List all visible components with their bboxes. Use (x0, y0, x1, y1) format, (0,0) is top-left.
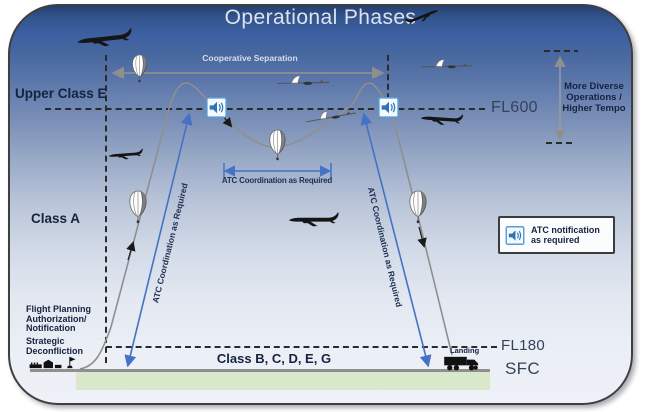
balloon-trajectory-path (79, 82, 453, 370)
atc-notification-legend: ATC notification as required (498, 216, 615, 254)
strategic-deconfliction-label: Strategic Deconfliction (26, 336, 84, 356)
atc-notification-speaker-icon (378, 97, 399, 118)
flight-planning-line2: Authorization/ (26, 313, 87, 324)
class-bcdeg-label: Class B, C, D, E, G (216, 351, 332, 366)
landing-label: Landing (450, 346, 480, 355)
surface-green-strip (76, 372, 490, 390)
class-a-label: Class A (31, 211, 81, 226)
more-diverse-line1: More Diverse (564, 81, 624, 92)
phase-boundary-left-line (105, 55, 107, 363)
cooperative-separation-label: Cooperative Separation (202, 53, 298, 63)
glider-icon (421, 58, 473, 73)
strategic-line1: Strategic (26, 336, 65, 346)
fl600-line (45, 108, 485, 110)
recovery-truck-icon (444, 354, 482, 371)
more-diverse-line3: Higher Tempo (562, 103, 626, 114)
legend-text: ATC notification as required (531, 225, 600, 245)
airplane-icon (108, 146, 145, 163)
glider-icon (276, 74, 330, 90)
high-altitude-balloon-icon (267, 129, 288, 161)
atc-coordination-descent-arrow (360, 112, 432, 368)
upper-class-e-label: Upper Class E (15, 86, 107, 101)
flight-planning-line1: Flight Planning (26, 304, 91, 314)
more-diverse-line2: Operations / (566, 92, 622, 103)
atc-notification-speaker-icon (505, 226, 525, 245)
ground-station-icon (28, 355, 78, 370)
more-diverse-operations-label: More Diverse Operations / Higher Tempo (556, 81, 632, 114)
diagram-title: Operational Phases (224, 6, 417, 29)
atc-coordination-climb-arrow (124, 112, 193, 368)
high-altitude-balloon-icon (130, 54, 149, 83)
climb-direction-arrow (126, 241, 136, 261)
fl600-label: FL600 (491, 99, 538, 116)
strategic-line2: Deconfliction (26, 345, 84, 356)
atc-notification-speaker-icon (206, 97, 227, 118)
phase-boundary-right-line (387, 55, 389, 109)
high-altitude-balloon-icon (127, 190, 149, 224)
atc-coordination-label: ATC Coordination as Required (221, 176, 333, 185)
airplane-icon (419, 108, 464, 129)
airplane-icon (288, 209, 340, 230)
high-altitude-balloon-icon (407, 190, 429, 224)
flight-planning-label: Flight Planning Authorization/ Notificat… (26, 304, 91, 334)
fl180-line (106, 346, 497, 348)
fl180-label: FL180 (501, 337, 546, 354)
surface-line (30, 369, 490, 372)
flight-planning-line3: Notification (26, 323, 76, 333)
sfc-label: SFC (505, 359, 540, 378)
